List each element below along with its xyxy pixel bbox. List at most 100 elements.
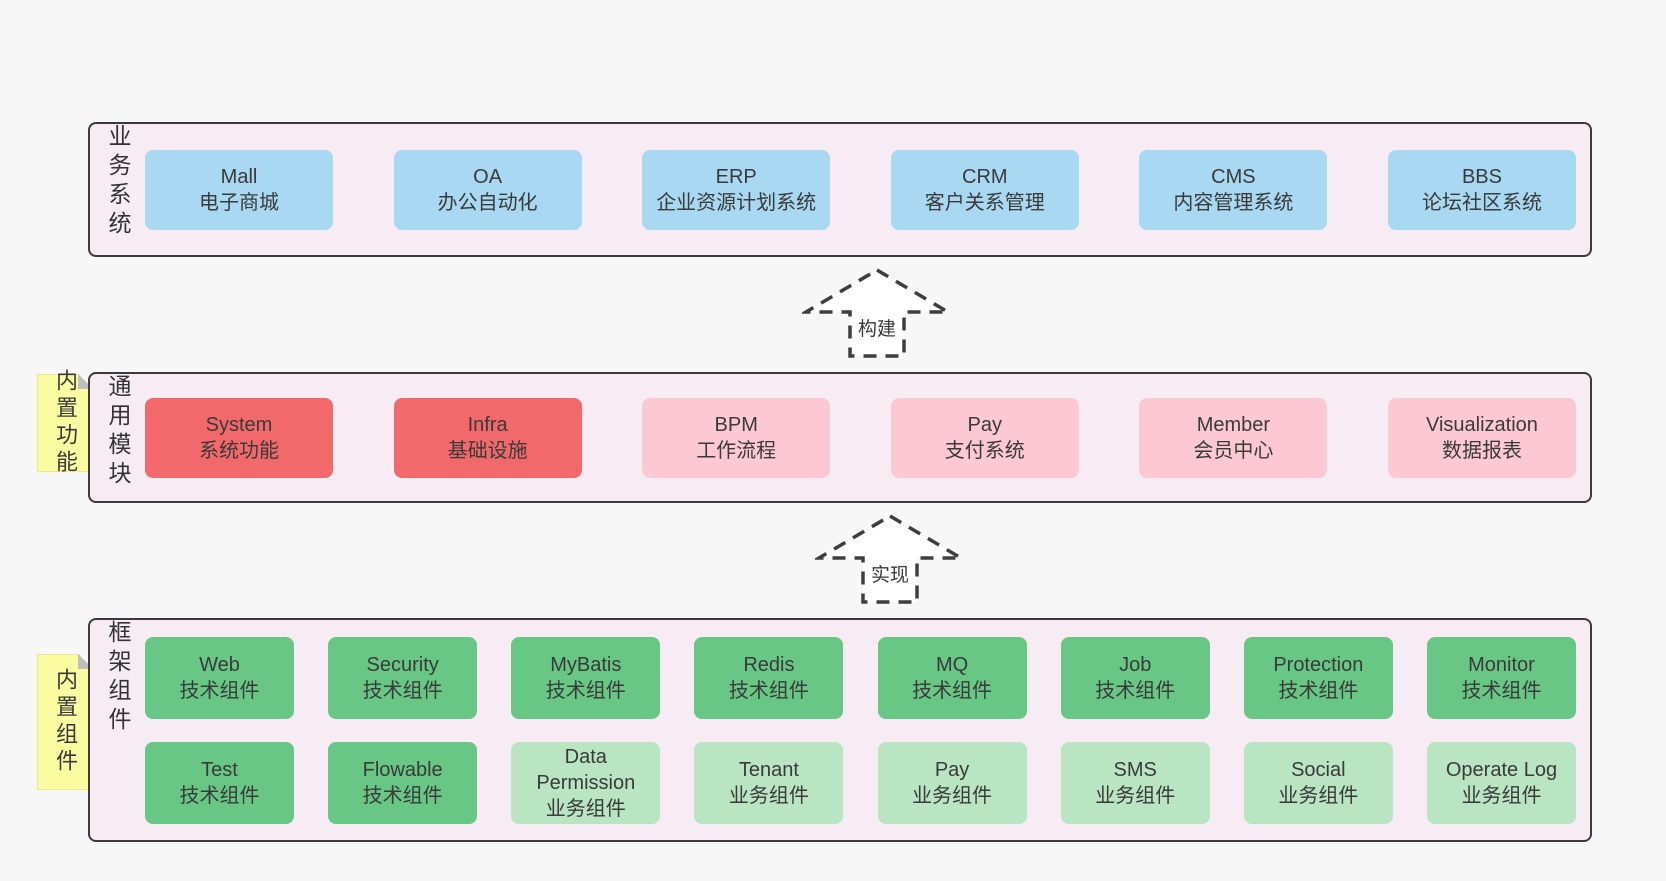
box-subtitle: 内容管理系统: [1173, 191, 1294, 214]
arrow-label: 实现: [870, 565, 909, 586]
band-label: 框架组件: [105, 620, 131, 736]
box-title: Tenant: [738, 758, 799, 781]
sticky-label: 内置功能: [53, 369, 78, 477]
box-subtitle: 技术组件: [1461, 679, 1542, 702]
box-title: Protection: [1273, 653, 1364, 676]
box-title: ERP: [715, 165, 757, 188]
box-subtitle: 技术组件: [912, 679, 993, 702]
box-social: Social 业务组件: [1243, 741, 1393, 824]
box-subtitle: 业务组件: [728, 784, 809, 807]
box-subtitle: 技术组件: [1278, 679, 1359, 702]
box-title: Test: [201, 758, 238, 781]
box-infra: Infra 基础设施: [393, 397, 582, 478]
box-title: CRM: [962, 165, 1008, 188]
box-subtitle: 技术组件: [362, 679, 443, 702]
box-title: Web: [199, 653, 240, 676]
box-title: BBS: [1461, 165, 1502, 188]
box-subtitle: 业务组件: [545, 797, 626, 820]
box-security: Security 技术组件: [328, 636, 478, 719]
box-flowable: Flowable 技术组件: [328, 741, 478, 824]
box-pay: Pay 支付系统: [890, 397, 1079, 478]
box-title: System: [205, 413, 273, 436]
box-title: BPM: [714, 413, 758, 436]
box-cms: CMS 内容管理系统: [1139, 149, 1328, 230]
box-area: System 系统功能 Infra 基础设施 BPM 工作流程 Pay 支付系统 Member 会…: [145, 374, 1576, 501]
box-monitor: Monitor 技术组件: [1426, 636, 1576, 719]
sticky-note-built-in-components: 内置组件: [37, 654, 93, 790]
box-subtitle: 业务组件: [1278, 784, 1359, 807]
box-subtitle: 技术组件: [179, 784, 260, 807]
box-bbs: BBS 论坛社区系统: [1387, 149, 1576, 230]
box-mall: Mall 电子商城: [145, 149, 333, 230]
box-title: MQ: [935, 653, 969, 676]
box-tenant: Tenant 业务组件: [694, 741, 844, 824]
box-subtitle: 技术组件: [179, 679, 260, 702]
box-title: Mall: [220, 165, 258, 188]
box-subtitle: 技术组件: [362, 784, 443, 807]
box-subtitle: 企业资源计划系统: [656, 191, 817, 214]
dashed-up-arrow-build: 构建: [802, 266, 952, 360]
box-subtitle: 支付系统: [944, 439, 1025, 462]
box-protection: Protection 技术组件: [1243, 636, 1393, 719]
box-subtitle: 业务组件: [912, 784, 993, 807]
box-subtitle: 数据报表: [1441, 439, 1522, 462]
sticky-note-built-in-features: 内置功能: [37, 369, 93, 477]
dashed-up-arrow-implement: 实现: [815, 512, 965, 606]
box-test: Test 技术组件: [145, 741, 294, 824]
box-title: CMS: [1211, 165, 1256, 188]
box-title: Redis: [743, 653, 795, 676]
box-subtitle: 系统功能: [199, 439, 279, 462]
box-subtitle: 客户关系管理: [924, 191, 1045, 214]
box-sms: SMS 业务组件: [1060, 741, 1210, 824]
box-row: System 系统功能 Infra 基础设施 BPM 工作流程 Pay 支付系统 Member 会…: [145, 397, 1576, 478]
box-title: Data Permission: [536, 745, 636, 794]
box-subtitle: 技术组件: [728, 679, 809, 702]
box-subtitle: 业务组件: [1095, 784, 1176, 807]
box-subtitle: 工作流程: [696, 439, 777, 462]
box-visualization: Visualization 数据报表: [1387, 397, 1576, 478]
box-bpm: BPM 工作流程: [642, 397, 831, 478]
box-crm: CRM 客户关系管理: [890, 149, 1079, 230]
box-title: Member: [1196, 413, 1271, 436]
box-web: Web 技术组件: [145, 636, 294, 719]
box-title: Operate Log: [1445, 758, 1558, 781]
up-arrow-icon: [802, 267, 952, 358]
box-mq: MQ 技术组件: [877, 636, 1027, 719]
box-subtitle: 技术组件: [545, 679, 626, 702]
up-arrow-icon: [815, 513, 965, 604]
box-title: Infra: [467, 413, 508, 436]
band-common-modules: 通用模块 System 系统功能 Infra 基础设施 BPM 工作流程 Pay 支付系统 Me…: [88, 372, 1592, 503]
box-subtitle: 技术组件: [1095, 679, 1176, 702]
band-label: 通用模块: [105, 374, 131, 490]
box-title: Pay: [967, 413, 1003, 436]
box-title: Social: [1291, 758, 1346, 781]
box-subtitle: 基础设施: [447, 439, 528, 462]
box-title: Job: [1119, 653, 1152, 676]
box-title: Security: [366, 653, 439, 676]
box-subtitle: 业务组件: [1461, 784, 1542, 807]
box-title: Visualization: [1426, 413, 1538, 436]
band-label: 业务系统: [105, 124, 131, 240]
box-title: Pay: [934, 758, 970, 781]
box-title: Monitor: [1468, 653, 1535, 676]
box-title: Flowable: [362, 758, 443, 781]
box-job: Job 技术组件: [1060, 636, 1210, 719]
box-subtitle: 电子商城: [199, 191, 279, 214]
box-subtitle: 论坛社区系统: [1421, 191, 1542, 214]
box-data-permission: Data Permission 业务组件: [511, 741, 661, 824]
box-subtitle: 办公自动化: [437, 191, 538, 214]
box-title: MyBatis: [550, 653, 622, 676]
box-member: Member 会员中心: [1139, 397, 1328, 478]
box-subtitle: 会员中心: [1193, 439, 1274, 462]
box-erp: ERP 企业资源计划系统: [642, 149, 831, 230]
box-title: SMS: [1113, 758, 1157, 781]
sticky-label: 内置组件: [53, 668, 78, 776]
